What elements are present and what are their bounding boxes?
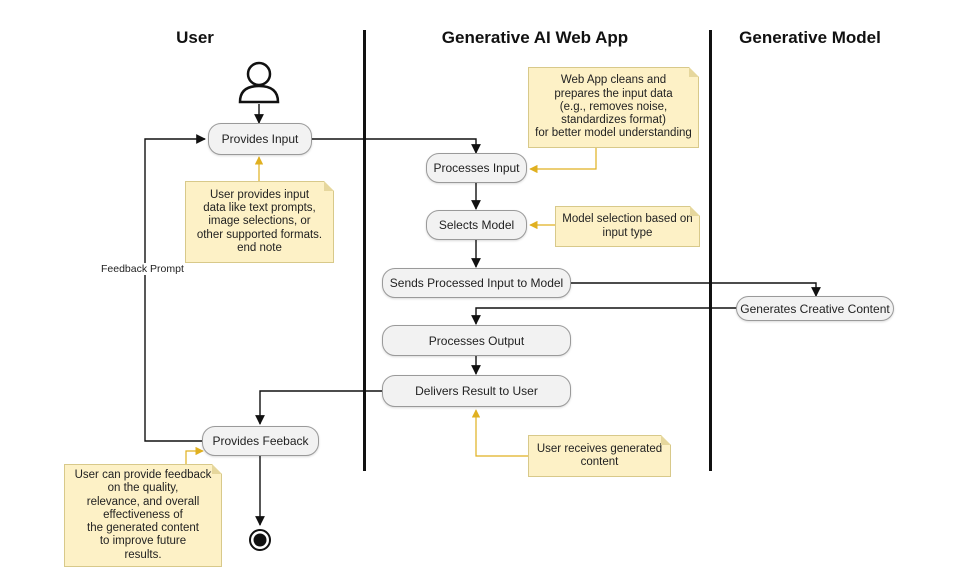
feedback-prompt-label: Feedback Prompt xyxy=(101,263,184,275)
edge-input-to-process xyxy=(311,138,481,154)
note-clean-data: Web App cleans and prepares the input da… xyxy=(528,67,699,148)
edge-send-to-generate xyxy=(570,282,821,297)
node-processes-input[interactable]: Processes Input xyxy=(426,153,527,183)
lane-divider-left xyxy=(363,30,366,471)
edge-generate-to-output xyxy=(471,307,737,325)
edge-deliver-to-feedback xyxy=(255,390,383,425)
lane-title-web-app: Generative AI Web App xyxy=(441,28,629,47)
lane-divider-right xyxy=(709,30,712,471)
note-user-input: User provides input data like text promp… xyxy=(185,181,334,263)
node-selects-model[interactable]: Selects Model xyxy=(426,210,527,240)
note-user-receives: User receives generated content xyxy=(528,435,671,477)
connector-feedback-note xyxy=(185,446,204,464)
note-feedback: User can provide feedback on the quality… xyxy=(64,464,222,567)
node-processes-output[interactable]: Processes Output xyxy=(382,325,571,356)
node-generates-content[interactable]: Generates Creative Content xyxy=(736,296,894,321)
edge-feedback-loop xyxy=(144,134,206,442)
note-model-selection: Model selection based on input type xyxy=(555,206,700,247)
node-provides-input[interactable]: Provides Input xyxy=(208,123,312,155)
node-delivers-result[interactable]: Delivers Result to User xyxy=(382,375,571,407)
node-provides-feedback[interactable]: Provides Feeback xyxy=(202,426,319,456)
connector-result-note xyxy=(471,409,528,457)
lane-title-user: User xyxy=(176,28,214,47)
node-sends-input[interactable]: Sends Processed Input to Model xyxy=(382,268,571,298)
connector-clean-note xyxy=(529,148,597,174)
lane-title-model: Generative Model xyxy=(739,28,881,47)
end-node-icon xyxy=(249,529,271,551)
user-actor-icon xyxy=(238,61,280,104)
